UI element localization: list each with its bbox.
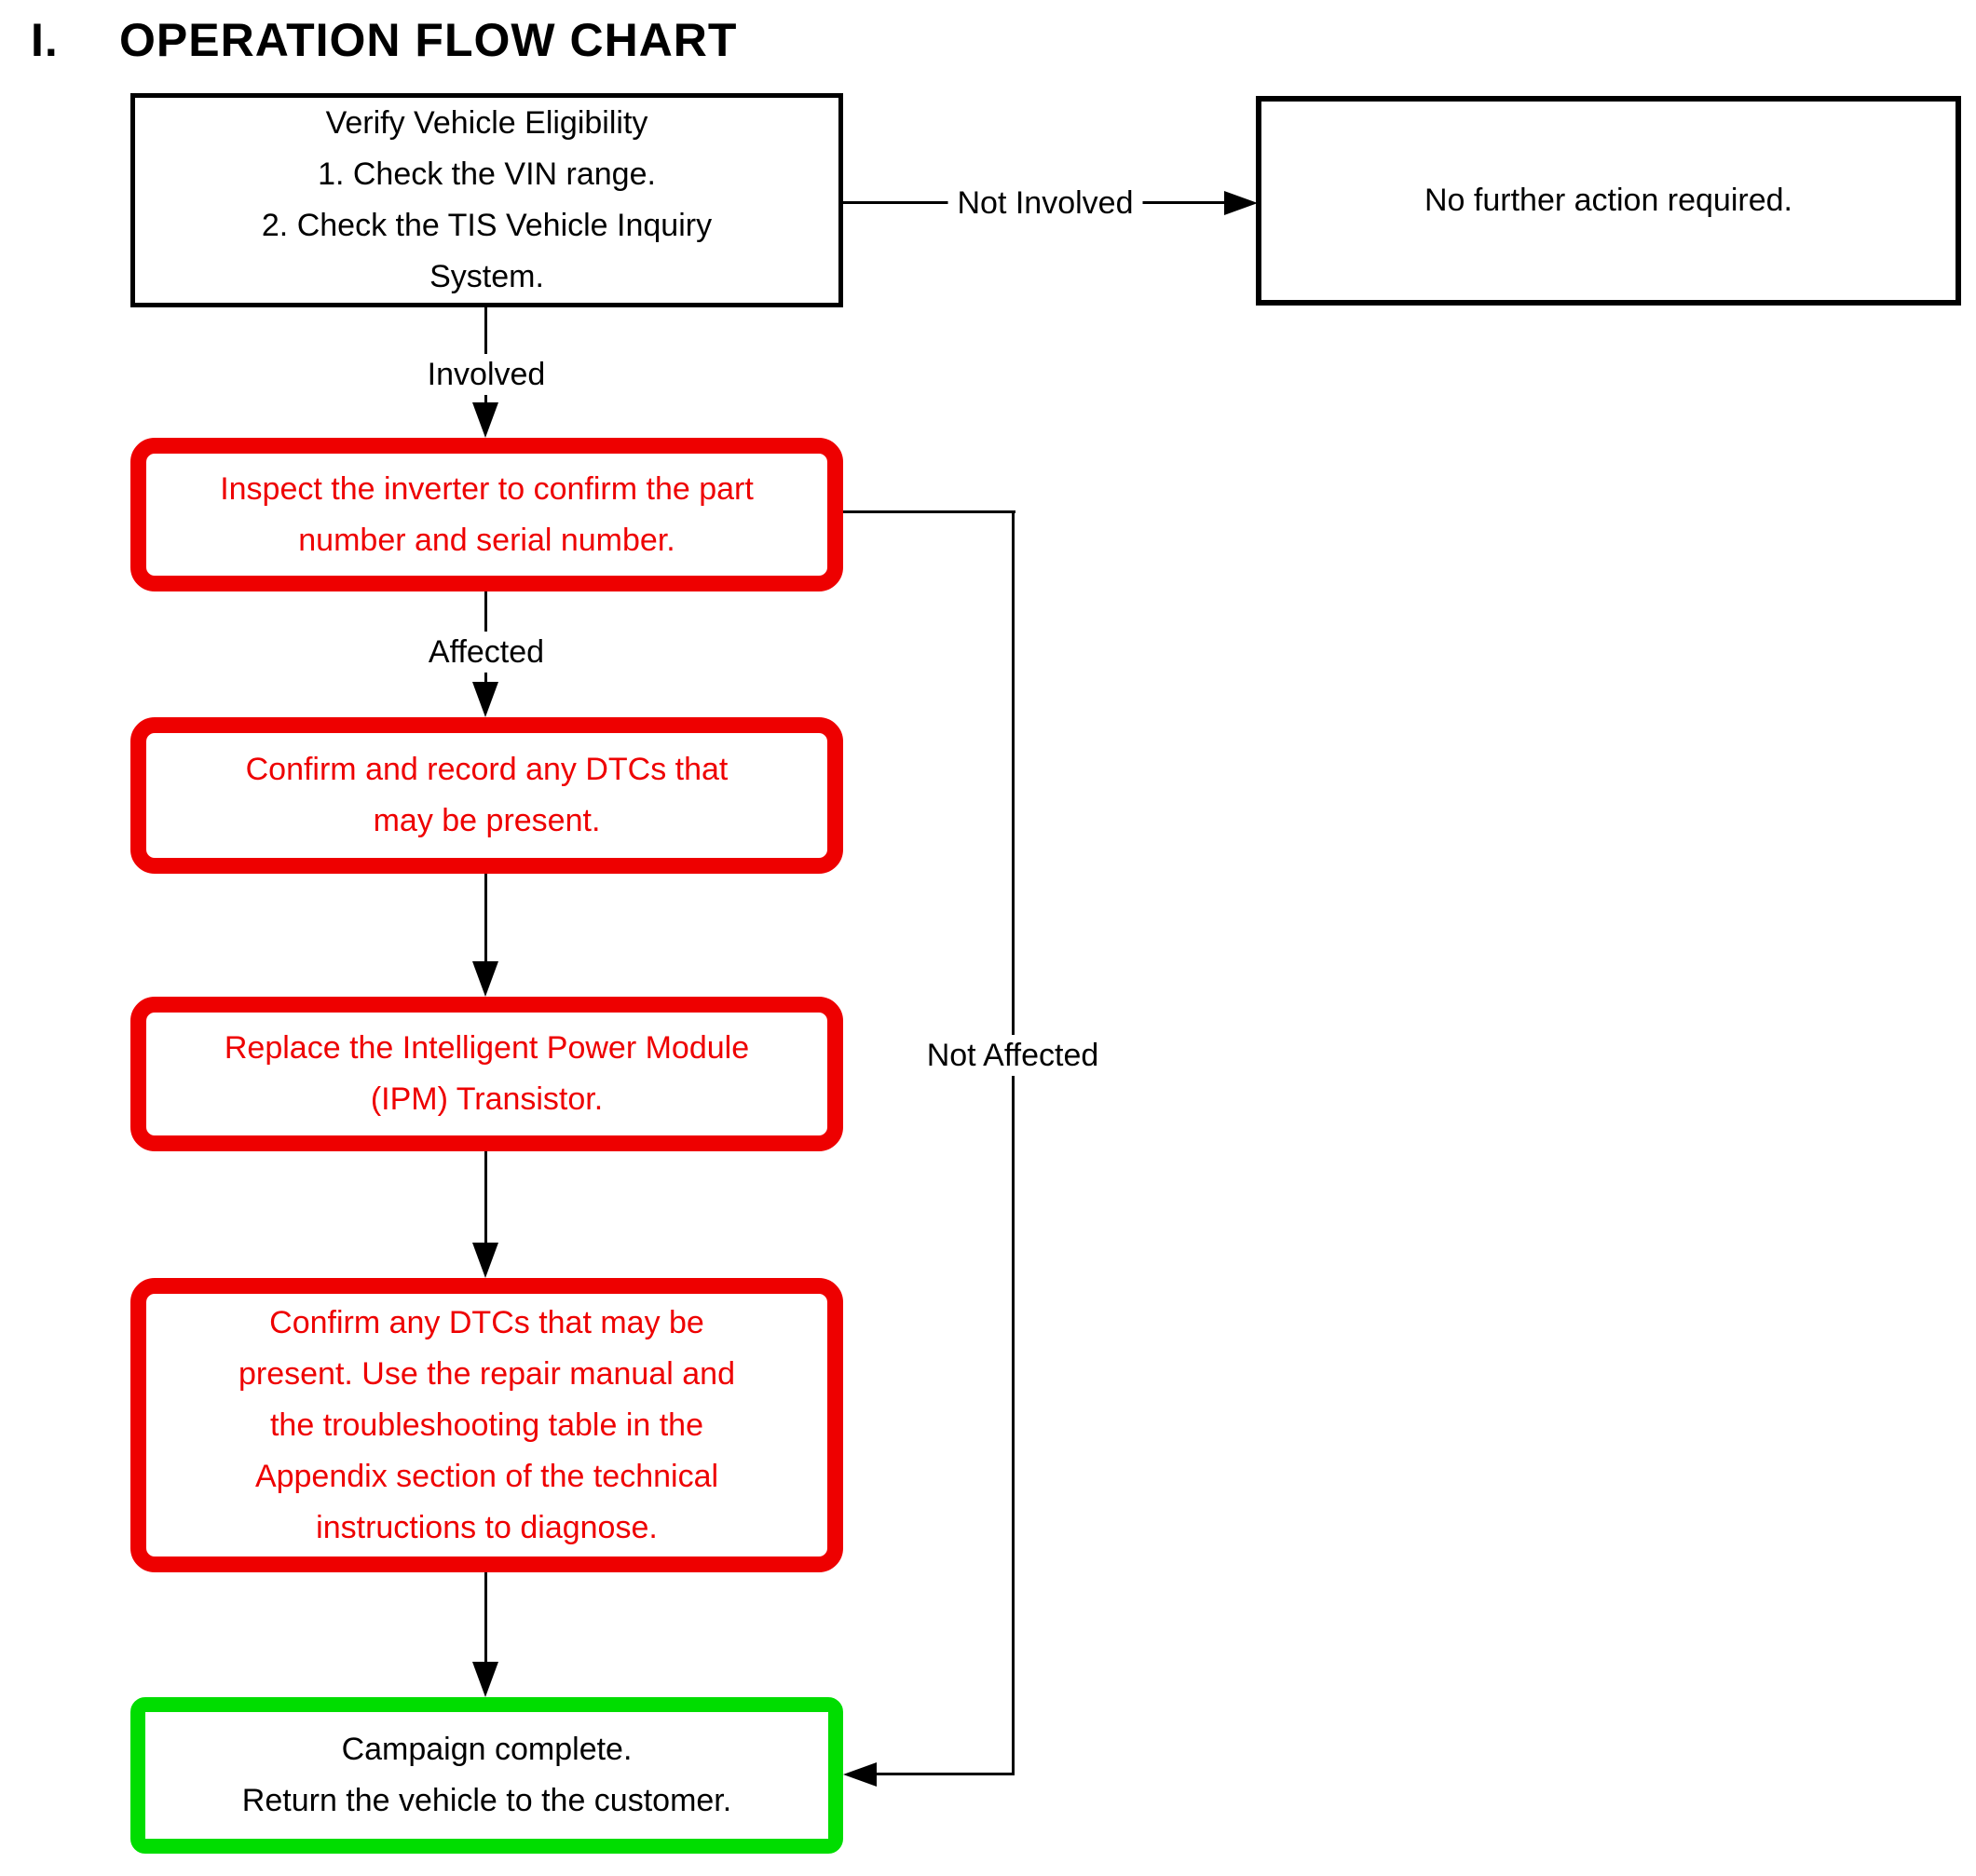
arrow-down-icon <box>472 961 498 997</box>
edge-label-not-involved: Not Involved <box>947 183 1143 224</box>
edge-label-not-affected: Not Affected <box>917 1035 1109 1076</box>
node-text-line: Verify Vehicle Eligibility <box>325 105 648 141</box>
connector-not-affected-top-line <box>843 510 1015 513</box>
page-title: OPERATION FLOW CHART <box>119 14 738 66</box>
node-verify-vehicle-eligibility: Verify Vehicle Eligibility 1. Check the … <box>130 93 843 307</box>
node-inspect-inverter: Inspect the inverter to confirm the part… <box>130 438 843 591</box>
node-text-line: 2. Check the TIS Vehicle Inquiry <box>261 208 713 243</box>
node-text-line: Replace the Intelligent Power Module <box>224 1030 750 1066</box>
node-confirm-dtcs-diagnose: Confirm any DTCs that may be present. Us… <box>130 1278 843 1572</box>
connector-line <box>484 1572 487 1664</box>
node-text-line: the troubleshooting table in the <box>269 1407 703 1443</box>
connector-not-affected-vertical-line <box>1012 510 1015 1775</box>
arrow-down-icon <box>472 1662 498 1697</box>
node-text-line: present. Use the repair manual and <box>238 1355 735 1392</box>
node-text-line: number and serial number. <box>298 522 675 558</box>
connector-not-affected-bottom-line <box>877 1773 1015 1775</box>
connector-line <box>484 874 487 963</box>
connector-line <box>484 1151 487 1244</box>
edge-label-involved: Involved <box>417 354 555 395</box>
node-text-line: Return the vehicle to the customer. <box>241 1783 732 1818</box>
node-text-line: Appendix section of the technical <box>254 1458 719 1494</box>
arrow-down-icon <box>472 682 498 717</box>
node-no-further-action: No further action required. <box>1256 96 1961 306</box>
node-campaign-complete: Campaign complete. Return the vehicle to… <box>130 1697 843 1854</box>
arrow-right-icon <box>1224 191 1258 215</box>
arrow-down-icon <box>472 1243 498 1278</box>
node-text-line: may be present. <box>373 803 601 838</box>
node-text-line: Confirm any DTCs that may be <box>269 1304 704 1340</box>
arrow-left-icon <box>843 1762 877 1787</box>
node-text-line: System. <box>429 259 544 294</box>
node-replace-ipm-transistor: Replace the Intelligent Power Module (IP… <box>130 997 843 1151</box>
node-text-line: No further action required. <box>1424 183 1792 218</box>
node-text-line: Inspect the inverter to confirm the part <box>220 470 754 507</box>
node-text-line: instructions to diagnose. <box>316 1509 658 1545</box>
node-text-line: Confirm and record any DTCs that <box>245 752 729 787</box>
node-text-line: (IPM) Transistor. <box>370 1081 604 1117</box>
edge-label-affected: Affected <box>418 632 554 673</box>
node-confirm-record-dtcs: Confirm and record any DTCs that may be … <box>130 717 843 874</box>
arrow-down-icon <box>472 402 498 438</box>
node-text-line: 1. Check the VIN range. <box>318 156 656 192</box>
section-numeral: I. <box>31 14 59 66</box>
node-text-line: Campaign complete. <box>341 1732 633 1767</box>
